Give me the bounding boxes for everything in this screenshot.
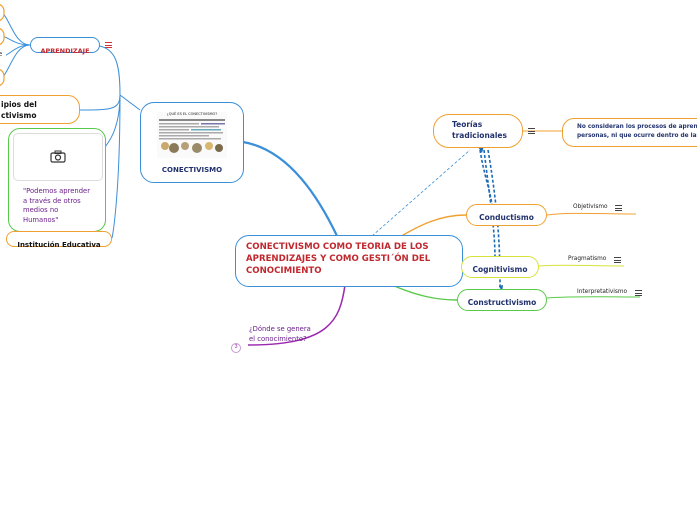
teorias-node[interactable]: Teorías tradicionales [433, 114, 523, 148]
pragmatismo-label[interactable]: Pragmatismo [568, 256, 607, 262]
menu-icon[interactable] [635, 290, 642, 296]
principios-label: ipios del ctivismo [1, 100, 37, 120]
aprendizaje-node[interactable]: APRENDIZAJE [30, 37, 100, 55]
donde-label[interactable]: ¿Dónde se genera el conocimiento? [249, 325, 311, 343]
image-node[interactable]: "Podemos aprender a través de otros medi… [8, 128, 106, 232]
cognitivismo-node[interactable]: Cognitivismo [461, 256, 539, 278]
menu-icon[interactable] [528, 128, 535, 134]
constructivismo-label: Constructivismo [467, 298, 537, 307]
partial-leaf-label: e [0, 50, 3, 58]
institucion-node[interactable]: Institución Educativa [6, 231, 112, 249]
conectivismo-label: CONECTIVISMO [161, 166, 223, 174]
objetivismo-label[interactable]: Objetivismo [573, 204, 608, 210]
teorias-note-label: No consideran los procesos de aprendiz p… [577, 124, 697, 139]
menu-icon[interactable] [615, 205, 622, 211]
constructivismo-node[interactable]: Constructivismo [457, 289, 547, 311]
camera-icon [50, 150, 66, 163]
conductismo-node[interactable]: Conductismo [466, 204, 547, 226]
institucion-label: Institución Educativa [17, 241, 101, 249]
conectivismo-node[interactable]: ¿QUÉ ES EL CONECTIVISMO? CONECTIVISMO [140, 102, 244, 183]
menu-icon[interactable] [105, 42, 112, 48]
thumbnail-title: ¿QUÉ ES EL CONECTIVISMO? [166, 112, 218, 116]
teorias-label: Teorías tradicionales [452, 120, 507, 140]
image-caption: "Podemos aprender a través de otros medi… [23, 187, 91, 224]
central-topic-title: CONECTIVISMO COMO TEORIA DE LOS APRENDIZ… [246, 242, 431, 276]
aprendizaje-label: APRENDIZAJE [40, 47, 90, 55]
conectivismo-thumbnail: ¿QUÉ ES EL CONECTIVISMO? [157, 112, 227, 158]
thumbnail-illustration [159, 119, 225, 153]
cognitivismo-label: Cognitivismo [472, 265, 528, 274]
central-topic[interactable]: CONECTIVISMO COMO TEORIA DE LOS APRENDIZ… [235, 235, 463, 287]
menu-icon[interactable] [614, 257, 621, 263]
teorias-note-node[interactable]: No consideran los procesos de aprendiz p… [562, 118, 697, 147]
collapsed-count-badge[interactable]: 3 [231, 343, 241, 353]
image-placeholder [13, 133, 103, 181]
interpretativismo-label[interactable]: Interpretativismo [577, 289, 628, 295]
principios-node[interactable]: ipios del ctivismo [0, 95, 80, 124]
conductismo-label: Conductismo [479, 213, 534, 222]
